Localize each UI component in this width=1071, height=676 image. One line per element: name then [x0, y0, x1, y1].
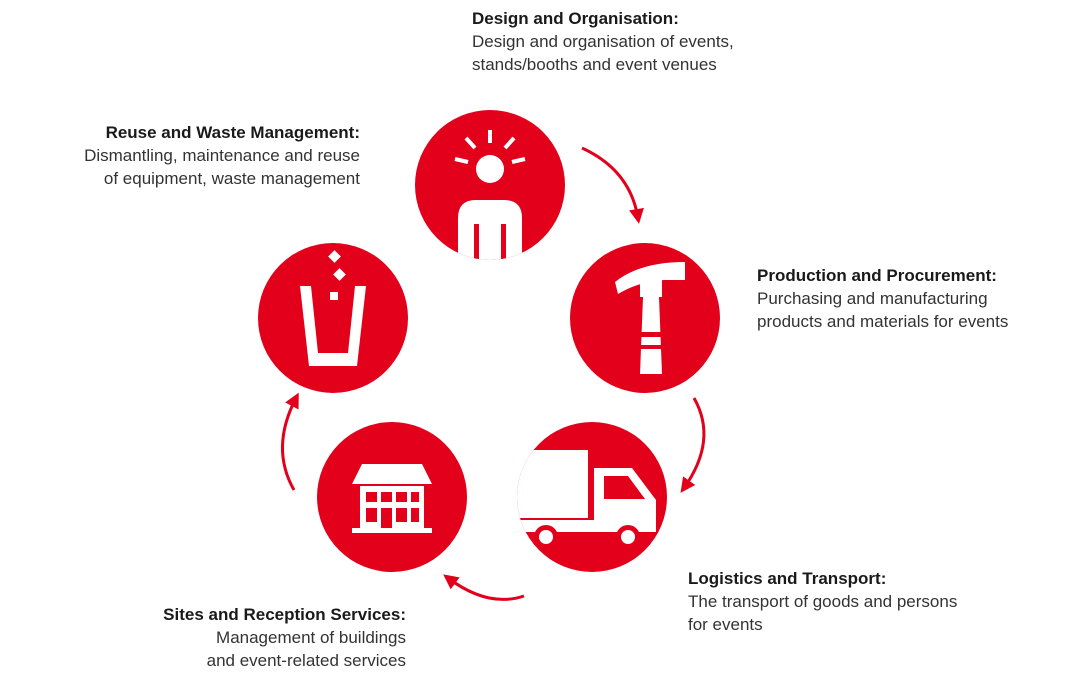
truck-icon: [517, 450, 656, 549]
stage-sites-desc-line-2: and event-related services: [206, 651, 406, 670]
stage-design-desc-line-2: stands/booths and event venues: [472, 55, 717, 74]
stage-sites-title: Sites and Reception Services:: [163, 605, 406, 624]
stage-logistics-circle: [517, 422, 667, 572]
stage-sites-circle: [317, 422, 467, 572]
stage-sites-label: Sites and Reception Services: Management…: [40, 603, 406, 672]
person-idea-icon: [454, 130, 526, 260]
stage-production-circle: [570, 243, 720, 393]
arrow-logistics-to-sites: [443, 574, 525, 601]
stage-reuse-label: Reuse and Waste Management: Dismantling,…: [0, 121, 360, 190]
stage-reuse-title: Reuse and Waste Management:: [105, 123, 360, 142]
stage-logistics-desc-line-2: for events: [688, 615, 763, 634]
stage-production-title: Production and Procurement:: [757, 266, 997, 285]
stage-design-desc-line-1: Design and organisation of events,: [472, 32, 734, 51]
stage-reuse-desc-line-2: of equipment, waste management: [103, 169, 360, 188]
arrow-sites-to-reuse: [281, 392, 299, 491]
stage-production-label: Production and Procurement: Purchasing a…: [757, 264, 1071, 333]
stage-sites-desc-line-1: Management of buildings: [216, 628, 406, 647]
stage-design-title: Design and Organisation:: [472, 9, 679, 28]
stage-design-circle: [415, 110, 565, 260]
stage-production-desc-line-1: Purchasing and manufacturing: [757, 289, 988, 308]
stage-reuse-circle: [258, 243, 408, 393]
stage-production-desc-line-2: products and materials for events: [757, 312, 1009, 331]
stage-logistics-label: Logistics and Transport: The transport o…: [688, 567, 1048, 636]
arrow-design-to-production: [581, 146, 644, 224]
waste-bin-icon: [300, 250, 366, 366]
stage-logistics-title: Logistics and Transport:: [688, 569, 887, 588]
stage-reuse-desc-line-1: Dismantling, maintenance and reuse: [84, 146, 360, 165]
arrow-production-to-logistics: [680, 397, 706, 493]
stage-logistics-desc-line-1: The transport of goods and persons: [688, 592, 958, 611]
building-icon: [352, 464, 432, 533]
stage-design-label: Design and Organisation: Design and orga…: [472, 7, 852, 76]
hammer-icon: [615, 262, 685, 374]
